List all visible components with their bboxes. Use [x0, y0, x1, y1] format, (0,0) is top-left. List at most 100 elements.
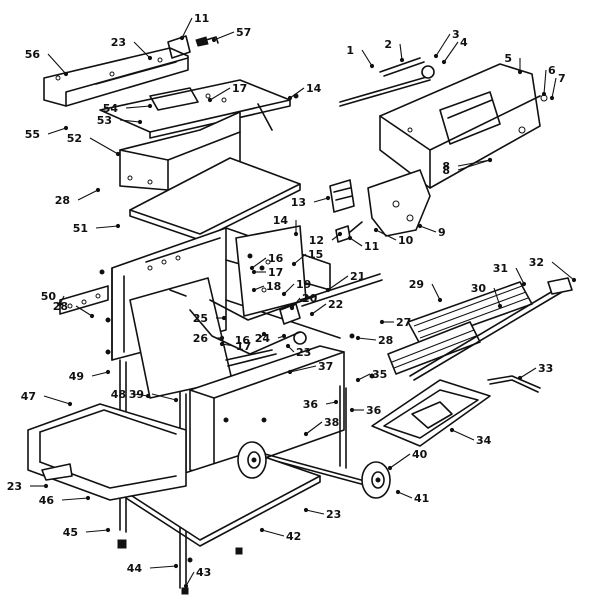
leader-tip [115, 151, 121, 157]
callout-c54: 54 [103, 102, 153, 115]
leader-tip [95, 187, 101, 193]
leader-tip [497, 303, 503, 309]
cooking-grate-1 [407, 281, 533, 345]
part-number-label: 8 [442, 160, 450, 173]
part-number-label: 37 [318, 360, 333, 373]
leader-line [519, 367, 537, 379]
callout-c14b: 14 [273, 214, 299, 237]
callout-c50: 50 [41, 290, 65, 307]
leader-tip [355, 377, 361, 383]
leader-tip [105, 527, 111, 533]
leader-tip [325, 287, 331, 293]
leader-tip [173, 563, 179, 569]
igniter-module [329, 179, 363, 243]
cart-leg-right [339, 385, 347, 469]
part-number-label: 28 [378, 334, 393, 347]
part-number-label: 14 [273, 214, 289, 227]
hood-bracket [367, 169, 431, 237]
part-number-label: 56 [25, 48, 41, 61]
callout-c2: 2 [384, 38, 405, 63]
leader-tip [449, 427, 455, 433]
callout-c25: 25 [193, 312, 227, 325]
leader-line [151, 393, 177, 401]
callout-c47: 47 [21, 390, 73, 407]
leader-tip [517, 375, 523, 381]
leader-line [185, 571, 195, 587]
part-number-label: 33 [538, 362, 553, 375]
leader-line [389, 453, 411, 469]
lower-brace [225, 349, 277, 367]
leader-line [91, 371, 109, 377]
callout-c31: 31 [493, 262, 527, 287]
part-number-label: 28 [55, 194, 70, 207]
part-number-label: 7 [558, 72, 566, 85]
leader-tip [373, 227, 379, 233]
part-number-label: 17 [232, 82, 247, 95]
leader-line [457, 159, 491, 171]
leader-tip [251, 287, 257, 293]
top-shelf-plate [99, 79, 291, 139]
leader-tip [303, 431, 309, 437]
callout-c7: 7 [549, 72, 566, 101]
part-number-label: 13 [291, 196, 306, 209]
part-number-label: 23 [326, 508, 341, 521]
leader-line [291, 297, 301, 309]
part-number-label: 6 [548, 64, 556, 77]
leader-tip [437, 297, 443, 303]
callout-c4: 4 [441, 36, 468, 65]
side-bracket-plate [59, 285, 109, 315]
part-number-label: 24 [255, 332, 271, 345]
part-number-label: 48 [111, 388, 126, 401]
part-number-label: 26 [193, 332, 209, 345]
callout-c28c: 28 [355, 334, 393, 347]
callout-c27: 27 [379, 316, 411, 329]
leader-tip [399, 57, 405, 63]
leader-tip [219, 335, 225, 341]
leader-line [283, 283, 295, 295]
leader-line [119, 119, 141, 123]
part-number-label: 45 [63, 526, 78, 539]
callout-c17c: 17 [219, 340, 251, 353]
part-number-label: 23 [111, 36, 126, 49]
callout-c36a: 36 [303, 398, 339, 411]
leader-line [357, 373, 371, 381]
callout-c56: 56 [25, 48, 69, 77]
part-number-label: 36 [303, 398, 319, 411]
callout-c17b: 17 [251, 266, 283, 279]
part-number-label: 4 [460, 36, 468, 49]
callout-c20: 20 [289, 292, 318, 311]
part-number-label: 22 [328, 298, 343, 311]
part-number-label: 5 [504, 52, 512, 65]
part-number-label: 23 [296, 346, 311, 359]
leader-tip [211, 37, 217, 43]
wheel-right [361, 461, 391, 499]
callout-c35: 35 [355, 368, 387, 383]
part-number-label: 57 [236, 26, 251, 39]
leader-tip [179, 35, 185, 41]
leader-tip [433, 53, 439, 59]
leader-tip [43, 483, 49, 489]
leader-tip [347, 235, 353, 241]
callout-c52: 52 [67, 132, 121, 157]
leader-tip [147, 103, 153, 109]
callout-c57: 57 [211, 26, 251, 43]
leader-tip [303, 507, 309, 513]
leader-line [261, 529, 285, 537]
leader-tip [309, 311, 315, 317]
callout-c23c: 23 [7, 480, 49, 493]
leader-line [305, 509, 325, 515]
leader-tip [441, 59, 447, 65]
leader-line [251, 257, 267, 269]
leader-tip [63, 71, 69, 77]
grate-handle-rod [409, 277, 573, 381]
leader-line [543, 69, 547, 95]
callout-c14a: 14 [287, 82, 322, 101]
leader-tip [291, 261, 297, 267]
callout-c16b: 16 [235, 331, 267, 347]
callout-c23b: 23 [285, 343, 311, 359]
leader-line [327, 275, 349, 291]
leader-line [397, 491, 413, 499]
part-number-label: 11 [194, 12, 209, 25]
callout-c41: 41 [395, 489, 429, 505]
